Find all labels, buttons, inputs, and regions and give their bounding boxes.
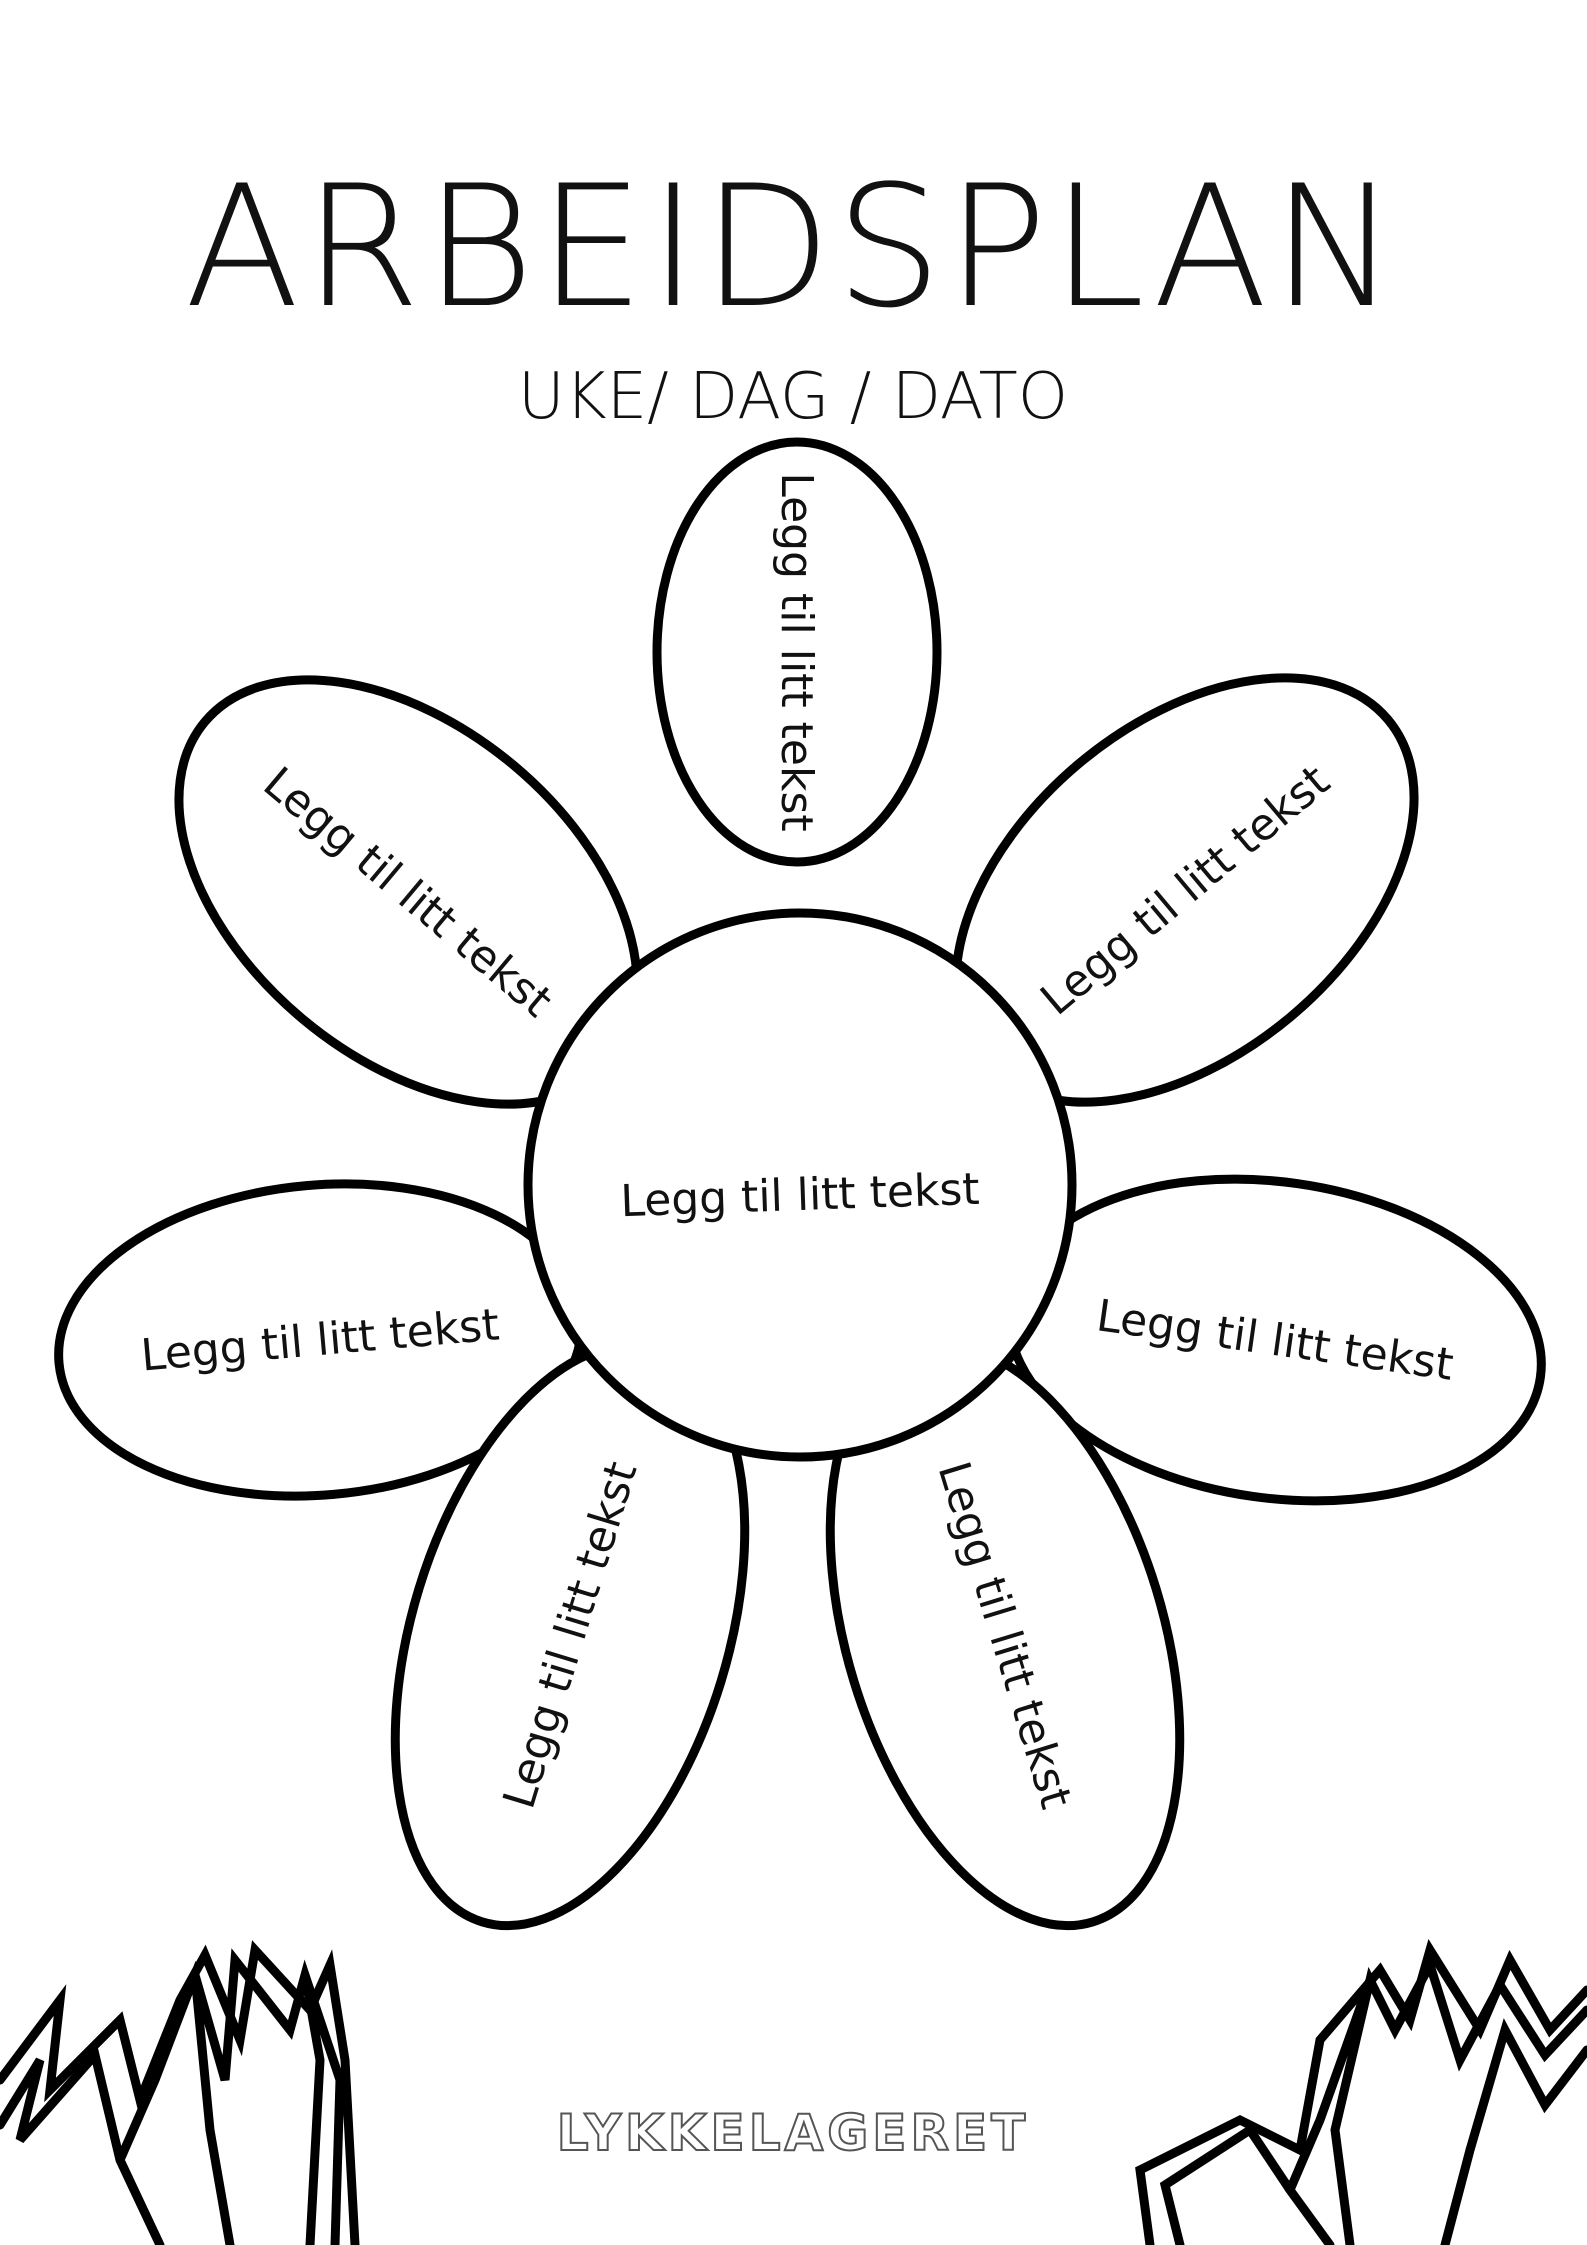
petal-left[interactable]: Legg til litt tekst — [45, 1163, 594, 1517]
petal-upper-right[interactable]: Legg til litt tekst — [876, 593, 1494, 1186]
brand-logo-text: LYKKELAGERET — [557, 2104, 1029, 2162]
page-subtitle: UKE/ DAG / DATO — [518, 360, 1068, 434]
grass-right-outline-icon — [1135, 1939, 1587, 2245]
petal-top[interactable]: Legg til litt tekst — [652, 437, 942, 867]
grass-left-outline-icon — [0, 1940, 360, 2245]
grass-left-icon — [0, 1948, 345, 2245]
petal-top-text: Legg til litt tekst — [771, 472, 822, 831]
flower-center-text: Legg til litt tekst — [620, 1164, 981, 1228]
page-title: ARBEIDSPLAN — [185, 149, 1402, 345]
petal-lower-left[interactable]: Legg til litt tekst — [331, 1302, 809, 1968]
flower-center[interactable]: Legg til litt tekst — [523, 908, 1077, 1462]
grass-right-icon — [1159, 1953, 1587, 2245]
petal-lower-right[interactable]: Legg til litt tekst — [766, 1302, 1244, 1968]
